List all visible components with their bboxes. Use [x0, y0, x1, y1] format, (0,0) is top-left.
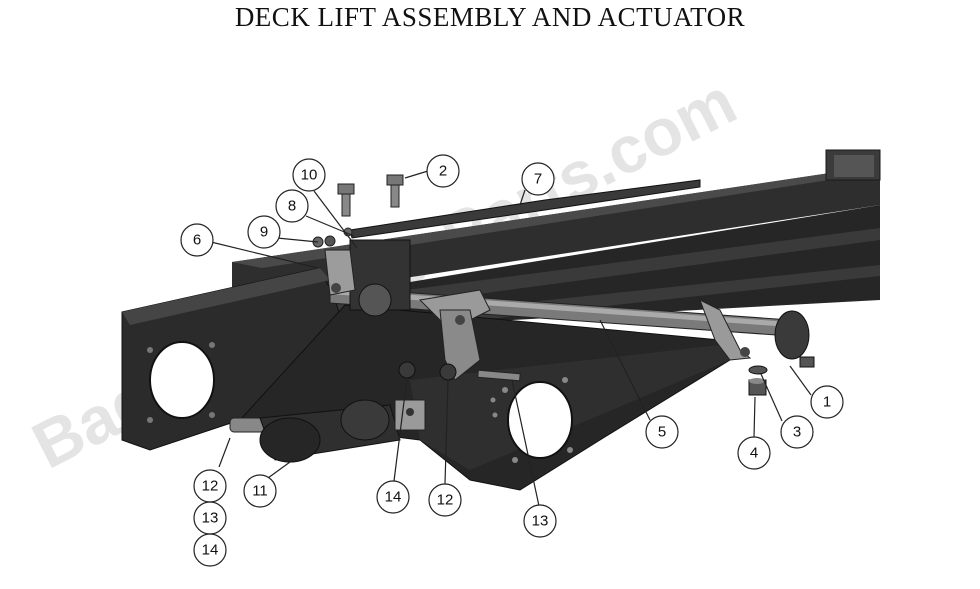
svg-text:7: 7: [534, 171, 542, 188]
callout-5: 5: [645, 415, 679, 449]
svg-text:6: 6: [193, 232, 201, 249]
bearing-1: [774, 310, 815, 368]
bolt-14: [398, 361, 416, 379]
callout-13-left: 13: [193, 501, 227, 535]
svg-text:12: 12: [437, 492, 454, 509]
svg-text:13: 13: [202, 510, 219, 527]
lift-plate-7: [349, 179, 701, 239]
bolt-2: [386, 174, 404, 208]
svg-text:3: 3: [793, 424, 801, 441]
washer-3: [748, 365, 768, 375]
callout-7: 7: [521, 162, 555, 196]
diagram-title: DECK LIFT ASSEMBLY AND ACTUATOR: [234, 2, 746, 32]
svg-text:14: 14: [202, 542, 219, 559]
actuator-11: [229, 399, 426, 463]
callout-4: 4: [737, 436, 771, 470]
bolt-12: [439, 363, 457, 381]
callout-8: 8: [275, 189, 309, 223]
callout-1: 1: [810, 385, 844, 419]
callout-6: 6: [180, 223, 214, 257]
svg-text:5: 5: [658, 424, 666, 441]
callout-13-center: 13: [523, 504, 557, 538]
svg-text:4: 4: [750, 445, 758, 462]
svg-text:14: 14: [385, 489, 402, 506]
callout-2: 2: [426, 154, 460, 188]
callout-10: 10: [292, 158, 326, 192]
svg-text:11: 11: [252, 483, 268, 500]
svg-text:9: 9: [260, 224, 268, 241]
bolt-10: [337, 183, 355, 217]
svg-text:10: 10: [301, 167, 318, 184]
lift-arm-right: [699, 298, 752, 361]
callout-12-center: 12: [428, 483, 462, 517]
lift-arm-left: [418, 289, 491, 381]
pivot-assembly: [324, 239, 411, 317]
left-frame-plate: [121, 267, 346, 451]
svg-text:13: 13: [532, 513, 549, 530]
callout-11: 11: [243, 474, 277, 508]
callout-3: 3: [780, 415, 814, 449]
callout-12-left: 12: [193, 469, 227, 503]
svg-text:1: 1: [823, 394, 831, 411]
leader-lines: [210, 170, 812, 507]
callout-14-left: 14: [193, 533, 227, 567]
nut-9: [324, 235, 336, 247]
pin-13: [477, 369, 521, 382]
svg-text:12: 12: [202, 478, 219, 495]
svg-text:2: 2: [439, 163, 447, 180]
callout-9: 9: [247, 215, 281, 249]
svg-text:8: 8: [288, 198, 296, 215]
nut-4: [748, 378, 767, 396]
callout-14-center: 14: [376, 480, 410, 514]
